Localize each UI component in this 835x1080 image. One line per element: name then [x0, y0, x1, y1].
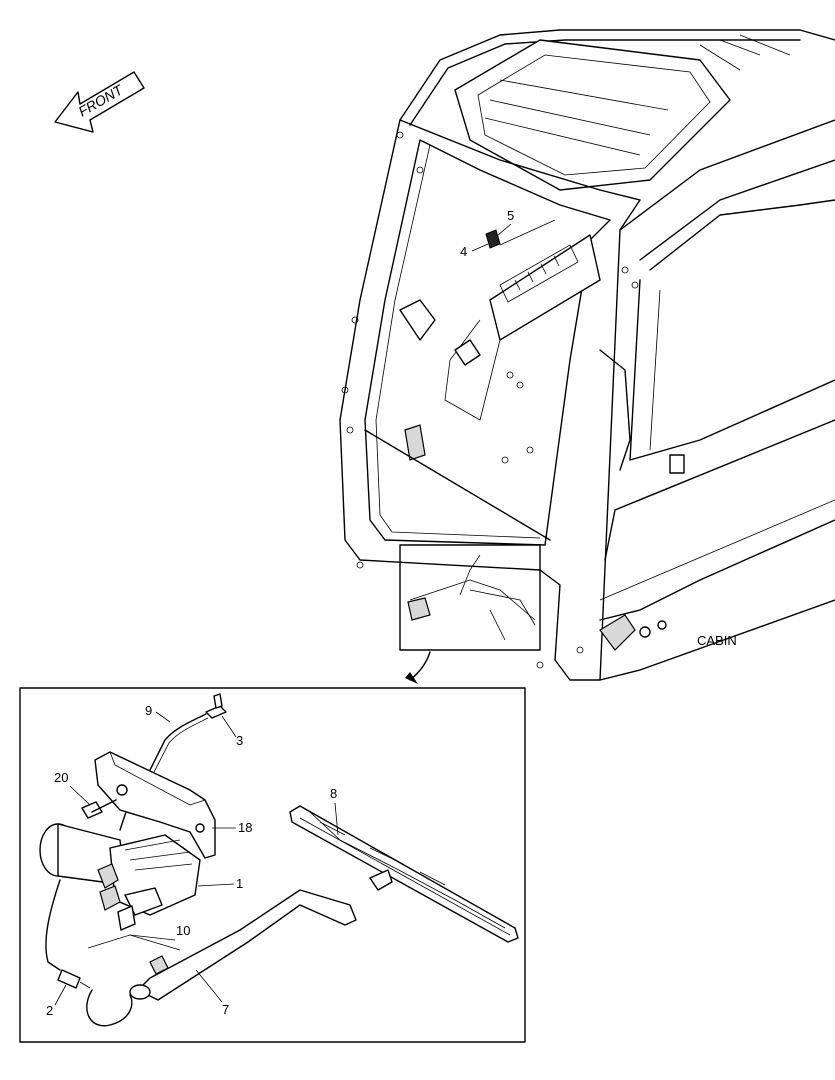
callout-5: 5 — [507, 208, 514, 223]
cabin-illustration — [339, 29, 835, 684]
callout-20: 20 — [54, 770, 68, 785]
callout-8: 8 — [330, 786, 337, 801]
detail-frame — [19, 687, 526, 1043]
callout-7: 7 — [222, 1002, 229, 1017]
callout-4: 4 — [460, 244, 467, 259]
cabin-label: CABIN — [697, 633, 737, 648]
wiper-assembly-detail — [39, 693, 519, 1027]
callout-1: 1 — [236, 876, 243, 891]
front-arrow: FRONT — [54, 71, 145, 133]
callout-2: 2 — [46, 1003, 53, 1018]
callout-9: 9 — [145, 703, 152, 718]
callout-18: 18 — [238, 820, 252, 835]
callout-10: 10 — [176, 923, 190, 938]
callout-3: 3 — [236, 733, 243, 748]
